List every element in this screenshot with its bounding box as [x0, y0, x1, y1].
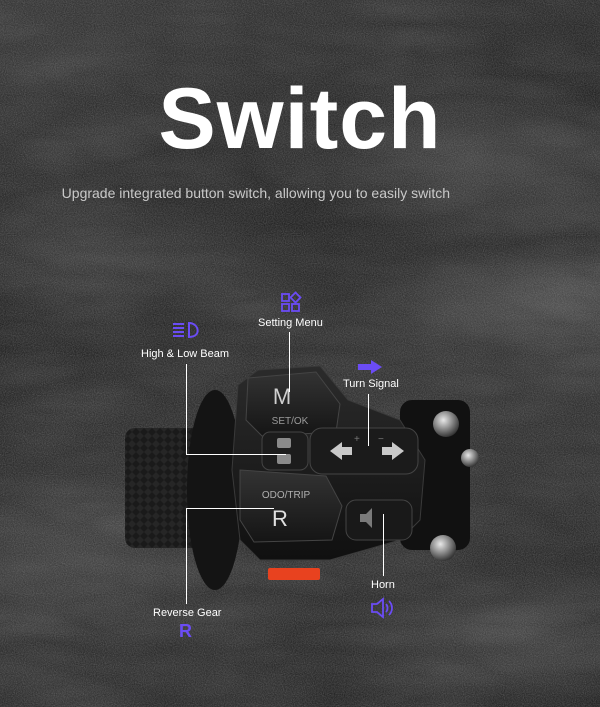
horn-leader-line	[383, 514, 384, 576]
m-button-letter: M	[273, 384, 291, 409]
setting-menu-label: Setting Menu	[258, 317, 323, 329]
page-title: Switch	[158, 71, 442, 167]
turn-signal-label: Turn Signal	[343, 378, 399, 390]
turn-left-arrow	[330, 442, 352, 460]
reverse-r-icon: R	[179, 621, 192, 641]
beam-label: High & Low Beam	[141, 348, 230, 360]
reverse-leader-line-v	[186, 508, 187, 604]
arrow-right-icon	[358, 360, 382, 374]
beam-switch-button[interactable]	[261, 431, 309, 471]
minus-mark: −	[378, 434, 384, 445]
clamp-bolt-side	[461, 449, 479, 467]
reverse-gear-label: Reverse Gear	[153, 607, 222, 619]
grip-collar	[187, 390, 243, 590]
clamp-bolt-top	[433, 411, 459, 437]
beam-leader-line-v	[186, 364, 187, 454]
odo-trip-text: ODO/TRIP	[262, 490, 311, 501]
clamp-bolt-bottom	[430, 535, 456, 561]
setting-menu-leader-line	[289, 332, 290, 392]
page-subtitle: Upgrade integrated button switch, allowi…	[61, 185, 450, 201]
turn-signal-leader-line	[368, 394, 369, 446]
turn-right-arrow	[382, 442, 404, 460]
odo-trip-r-button[interactable]	[239, 469, 343, 543]
horn-label: Horn	[371, 579, 395, 591]
horn-button[interactable]	[345, 499, 413, 541]
headlight-beam-icon	[173, 321, 199, 339]
reverse-leader-line-h	[186, 508, 274, 509]
speaker-icon	[371, 597, 393, 619]
turn-signal-rocker[interactable]	[309, 427, 419, 475]
grid-settings-icon	[281, 291, 302, 312]
red-tab	[268, 568, 320, 580]
low-beam-symbol	[277, 454, 291, 464]
horn-symbol	[360, 508, 372, 528]
r-button-letter: R	[272, 506, 288, 531]
beam-leader-line-h	[186, 454, 286, 455]
high-beam-symbol	[277, 438, 291, 448]
plus-mark: +	[354, 434, 360, 445]
set-ok-text: SET/OK	[272, 416, 309, 427]
